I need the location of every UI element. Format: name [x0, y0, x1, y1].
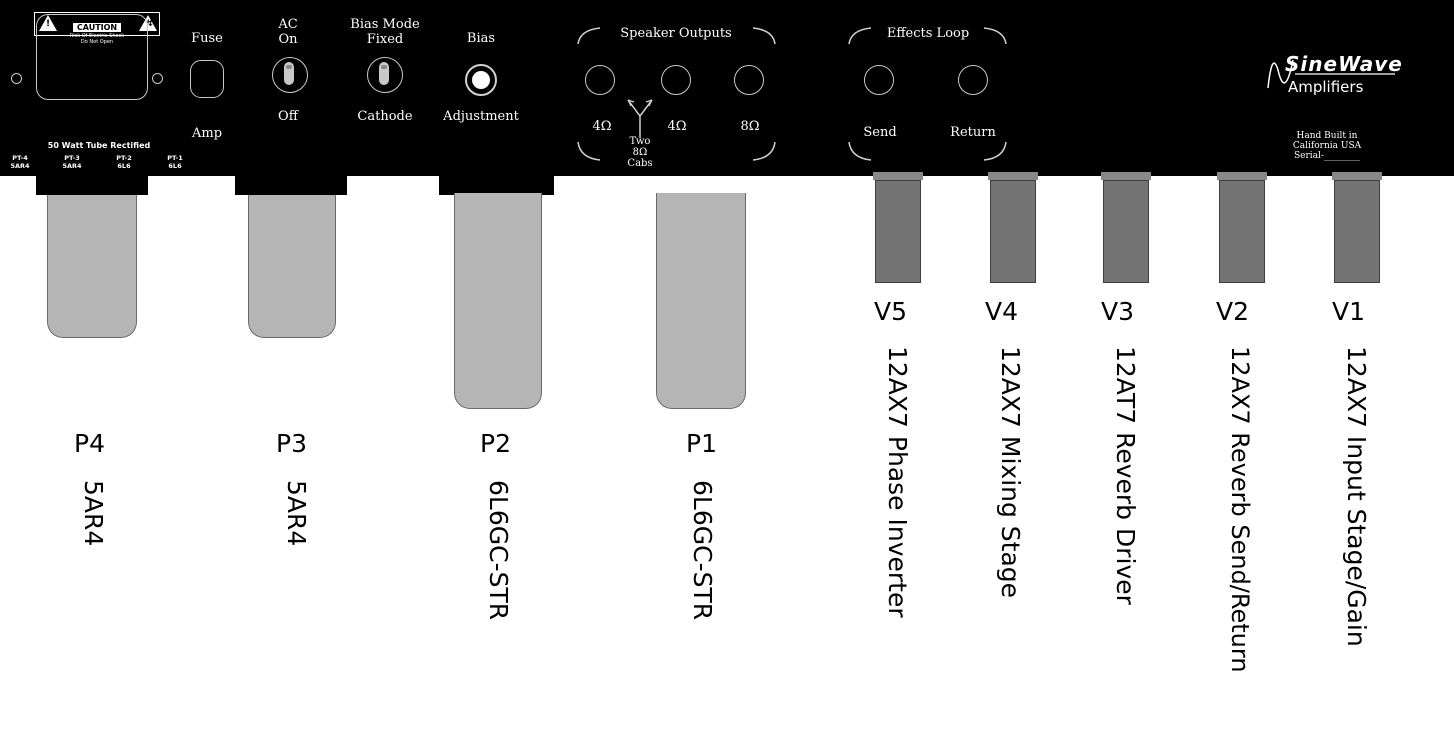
bias-mode-label: Bias Mode	[350, 17, 420, 32]
effects-loop-label: Effects Loop	[886, 26, 970, 41]
footer-line-2: California USA	[1292, 141, 1362, 151]
preamp-tube-v2	[1219, 180, 1265, 283]
effects-send-jack[interactable]	[864, 65, 894, 95]
tube-type-label: 6L6GC-STR	[688, 480, 717, 621]
amplifiers-logo-text: Amplifiers	[1288, 78, 1364, 96]
speaker-jack-8ohm[interactable]	[734, 65, 764, 95]
power-tube-p4	[47, 195, 137, 338]
mount-screw-icon	[11, 73, 22, 84]
power-tube-p1	[656, 193, 746, 409]
ac-power-switch[interactable]	[272, 57, 308, 93]
bracket-lines	[577, 27, 1395, 161]
tube-tag-type: 5AR4	[62, 162, 82, 170]
toggle-lever-icon	[284, 62, 294, 85]
tube-id-label: P4	[74, 429, 105, 458]
footer-line-3: Serial-________	[1294, 151, 1360, 161]
tube-id-label: V1	[1332, 297, 1366, 326]
speaker-jack-4ohm-a[interactable]	[585, 65, 615, 95]
bias-label: Bias	[466, 31, 496, 46]
tube-type-label: 5AR4	[282, 480, 311, 547]
cathode-label: Cathode	[357, 109, 413, 124]
effects-return-jack[interactable]	[958, 65, 988, 95]
tube-type-label: 6L6GC-STR	[484, 480, 513, 621]
tube-tag-pos: PT-1	[167, 154, 183, 162]
caution-line-2: Do Not Open	[80, 38, 114, 45]
tube-tag-pos: PT-2	[116, 154, 132, 162]
tube-tag-pos: PT-3	[64, 154, 80, 162]
preamp-tube-socket	[988, 172, 1038, 180]
tube-id-label: P2	[480, 429, 511, 458]
speaker-jack-label: 8Ω	[740, 119, 760, 134]
tube-socket-mount	[36, 170, 148, 195]
speaker-jack-label: 4Ω	[592, 119, 612, 134]
tube-desc-label: 12AX7 Input Stage/Gain	[1342, 346, 1371, 647]
amp-label: Amp	[191, 126, 223, 141]
adjustment-label: Adjustment	[443, 109, 519, 124]
preamp-tube-socket	[1332, 172, 1382, 180]
tube-desc-label: 12AX7 Phase Inverter	[883, 346, 912, 618]
preamp-tube-socket	[1217, 172, 1267, 180]
tube-id-label: V2	[1216, 297, 1250, 326]
tube-desc-label: 12AX7 Mixing Stage	[996, 346, 1025, 599]
speaker-outputs-label: Speaker Outputs	[620, 26, 732, 41]
rectified-label: 50 Watt Tube Rectified	[47, 141, 151, 150]
toggle-lever-icon	[379, 62, 389, 85]
preamp-tube-v3	[1103, 180, 1149, 283]
off-label: Off	[278, 109, 298, 124]
bias-adjustment-pot[interactable]	[465, 64, 497, 96]
speaker-jack-label: 4Ω	[667, 119, 687, 134]
send-label: Send	[863, 125, 897, 140]
preamp-tube-v4	[990, 180, 1036, 283]
power-tube-p3	[248, 195, 336, 338]
preamp-tube-v1	[1334, 180, 1380, 283]
tube-id-label: V3	[1101, 297, 1135, 326]
tube-id-label: P3	[276, 429, 307, 458]
tube-tag-pos: PT-4	[12, 154, 28, 162]
power-inlet-socket[interactable]	[36, 14, 148, 100]
two-cabs-label: Two	[629, 136, 651, 147]
fuse-holder[interactable]	[190, 60, 224, 98]
speaker-jack-4ohm-b[interactable]	[661, 65, 691, 95]
preamp-tube-v5	[875, 180, 921, 283]
tube-socket-mount	[235, 170, 347, 195]
ac-label: AC	[278, 17, 298, 32]
sinewave-logo: SineWave	[1285, 52, 1403, 76]
tube-id-label: P1	[686, 429, 717, 458]
mount-screw-icon	[152, 73, 163, 84]
caution-line-1: Risk Of Electric Shock	[69, 33, 125, 39]
tube-tag-type: 6L6	[117, 162, 131, 170]
on-label: On	[278, 32, 298, 47]
caution-title: CAUTION	[72, 23, 122, 32]
return-label: Return	[950, 125, 996, 140]
fuse-label: Fuse	[191, 31, 223, 46]
bias-mode-switch[interactable]	[367, 57, 403, 93]
tube-socket-mount	[439, 170, 554, 195]
tube-tag-type: 6L6	[168, 162, 182, 170]
tube-id-label: V5	[874, 297, 908, 326]
tube-id-label: V4	[985, 297, 1019, 326]
preamp-tube-socket	[1101, 172, 1151, 180]
two-cabs-label: 8Ω	[632, 147, 648, 158]
preamp-tube-socket	[873, 172, 923, 180]
footer-line-1: Hand Built in	[1296, 131, 1358, 141]
tube-desc-label: 12AX7 Reverb Send/Return	[1226, 346, 1254, 673]
two-cabs-label: Cabs	[627, 158, 653, 169]
tube-tag-type: 5AR4	[10, 162, 30, 170]
power-tube-p2	[454, 193, 542, 409]
tube-desc-label: 12AT7 Reverb Driver	[1111, 346, 1140, 605]
fixed-label: Fixed	[366, 32, 404, 47]
tube-type-label: 5AR4	[79, 480, 108, 547]
amp-chassis-panel: ! CAUTION Risk Of Electric Shock Do Not …	[0, 0, 1454, 176]
